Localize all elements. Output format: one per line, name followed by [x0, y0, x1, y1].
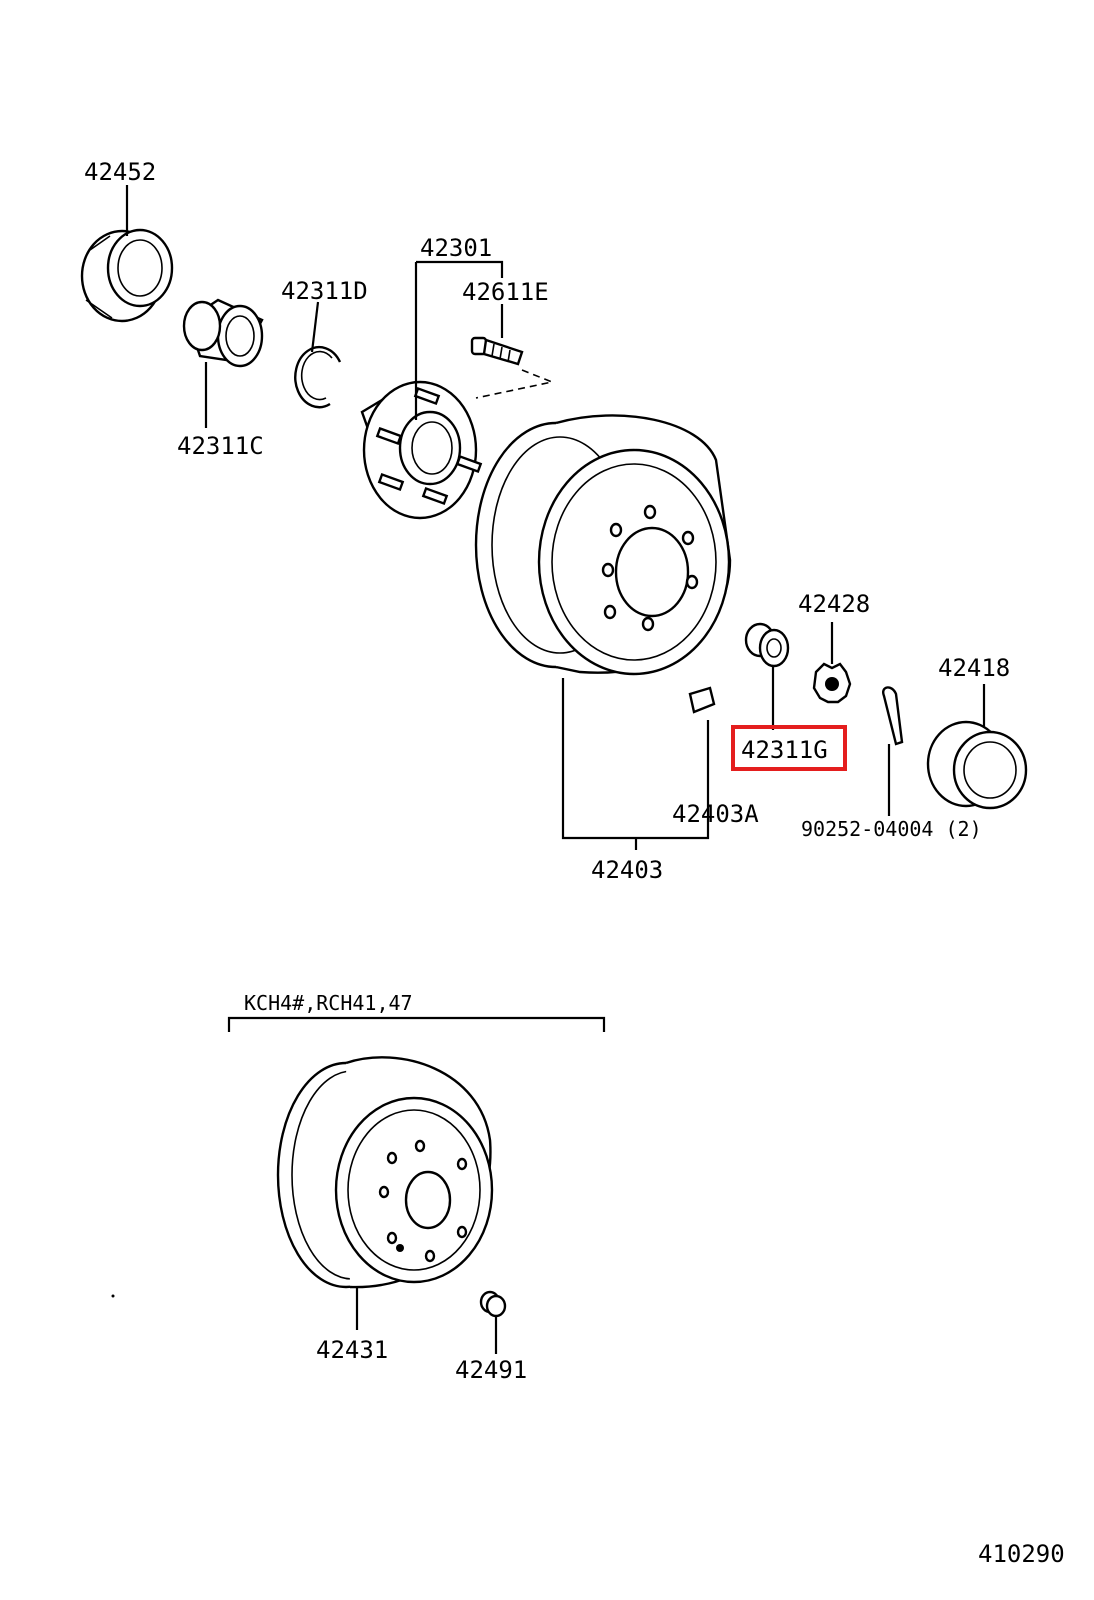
part-label-42431[interactable]: 42431: [316, 1336, 388, 1364]
hub-42301-drawing: [360, 380, 483, 520]
part-label-42301[interactable]: 42301: [420, 234, 492, 262]
bearing-42311C-drawing: [182, 298, 264, 368]
plug-42491-drawing: [479, 1290, 507, 1318]
plug-42403A-drawing: [688, 686, 716, 714]
part-label-42611E[interactable]: 42611E: [462, 278, 549, 306]
lock-cap-42428-drawing: [812, 662, 852, 704]
snap-ring-42311D-drawing: [294, 345, 342, 409]
part-label-42428[interactable]: 42428: [798, 590, 870, 618]
part-label-42311D[interactable]: 42311D: [281, 277, 368, 305]
cotter-pin-90252-drawing: [882, 686, 904, 746]
grease-cap-42418-drawing: [926, 720, 1028, 810]
part-label-42491[interactable]: 42491: [455, 1356, 527, 1384]
part-label-42403A[interactable]: 42403A: [672, 800, 759, 828]
brake-disc-42431-drawing: [276, 1056, 494, 1289]
seal-42452-drawing: [80, 228, 174, 323]
model-applicability-note: KCH4#,RCH41,47: [244, 991, 413, 1015]
part-label-90252-04004[interactable]: 90252-04004 (2): [801, 817, 982, 841]
part-label-42452[interactable]: 42452: [84, 158, 156, 186]
nut-42311G-drawing: [744, 622, 790, 668]
part-label-42418[interactable]: 42418: [938, 654, 1010, 682]
part-label-42311G[interactable]: 42311G: [741, 736, 828, 764]
brake-drum-42403-drawing: [474, 414, 732, 676]
hub-bolt-42611E-drawing: [470, 336, 524, 366]
part-label-42403[interactable]: 42403: [591, 856, 663, 884]
highlight-box: [731, 725, 847, 771]
diagram-id: 410290: [978, 1540, 1065, 1568]
part-label-42311C[interactable]: 42311C: [177, 432, 264, 460]
